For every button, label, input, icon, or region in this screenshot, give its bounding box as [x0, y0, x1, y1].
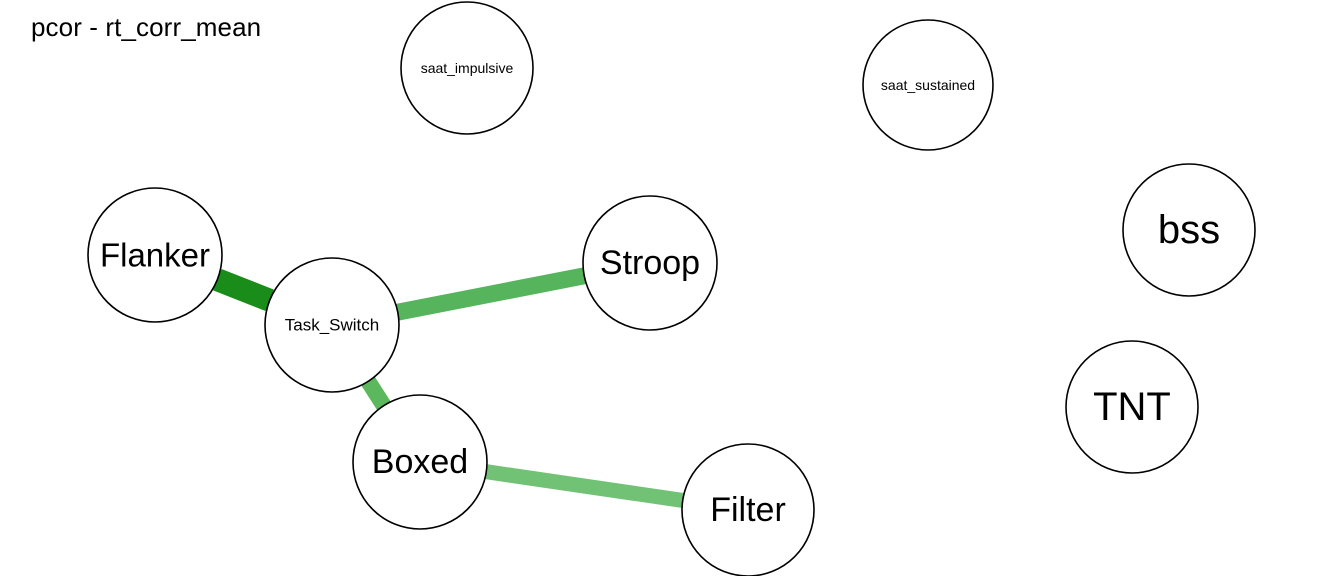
- node-circle-TNT[interactable]: [1065, 340, 1199, 474]
- edge-Flanker-Task_Switch[interactable]: [213, 268, 274, 312]
- node-label-Task_Switch: Task_Switch: [285, 316, 379, 335]
- node-circle-Boxed[interactable]: [352, 394, 488, 530]
- edge-Boxed-Filter[interactable]: [485, 464, 684, 508]
- node-label-saat_impulsive: saat_impulsive: [421, 60, 514, 76]
- node-bss[interactable]: bss: [1122, 163, 1256, 297]
- edge-Task_Switch-Boxed[interactable]: [361, 377, 391, 410]
- nodes-layer: saat_impulsive saat_sustainedFlankerTask_…: [87, 1, 1256, 576]
- node-label-Boxed: Boxed: [372, 443, 468, 481]
- node-label-Flanker: Flanker: [100, 237, 210, 274]
- edges-layer: [213, 267, 684, 508]
- page-title: pcor - rt_corr_mean: [31, 12, 262, 42]
- node-Task_Switch[interactable]: Task_Switch: [264, 257, 400, 393]
- node-circle-bss[interactable]: [1122, 163, 1256, 297]
- node-saat_impulsive[interactable]: saat_impulsive: [400, 1, 534, 135]
- node-Filter[interactable]: Filter: [681, 443, 815, 576]
- node-TNT[interactable]: TNT: [1065, 340, 1199, 474]
- node-label-TNT: TNT: [1093, 385, 1171, 429]
- node-label-bss: bss: [1158, 208, 1220, 252]
- node-circle-Stroop[interactable]: [582, 195, 718, 331]
- node-Boxed[interactable]: Boxed: [352, 394, 488, 530]
- node-circle-Task_Switch[interactable]: [264, 257, 400, 393]
- node-label-Filter: Filter: [710, 491, 786, 529]
- edge-Task_Switch-Stroop[interactable]: [396, 267, 586, 321]
- node-circle-Flanker[interactable]: [87, 187, 223, 323]
- node-label-Stroop: Stroop: [600, 244, 700, 282]
- node-label-saat_sustained: saat_sustained: [881, 77, 975, 93]
- node-Stroop[interactable]: Stroop: [582, 195, 718, 331]
- node-Flanker[interactable]: Flanker: [87, 187, 223, 323]
- node-circle-saat_impulsive[interactable]: [400, 1, 534, 135]
- node-circle-Filter[interactable]: [681, 443, 815, 576]
- node-saat_sustained[interactable]: saat_sustained: [862, 19, 994, 151]
- node-circle-saat_sustained[interactable]: [862, 19, 994, 151]
